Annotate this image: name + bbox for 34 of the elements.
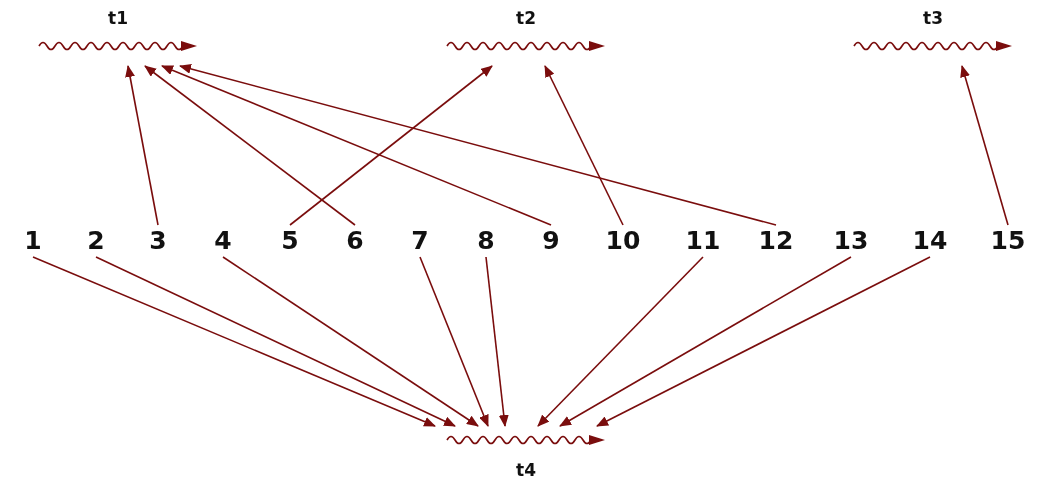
number-label: 3: [145, 227, 171, 255]
wave-label: t1: [108, 8, 128, 28]
number-label: 12: [756, 227, 796, 255]
arrow: [419, 256, 489, 427]
arrow: [125, 65, 159, 226]
number-label: 9: [538, 227, 564, 255]
arrow: [95, 256, 456, 427]
arrow: [289, 65, 493, 226]
number-label: 14: [910, 227, 950, 255]
number-label: 6: [342, 227, 368, 255]
wave-label: t4: [516, 460, 536, 480]
number-label: 11: [683, 227, 723, 255]
wave-label: t3: [923, 8, 943, 28]
arrow: [485, 256, 509, 427]
wave-label: t2: [516, 8, 536, 28]
arrow: [544, 65, 624, 226]
arrow: [596, 256, 931, 427]
number-label: 8: [473, 227, 499, 255]
number-label: 10: [603, 227, 643, 255]
arrow: [559, 256, 852, 427]
arrow: [960, 65, 1009, 226]
arrow: [537, 256, 704, 427]
arrow: [144, 65, 356, 226]
number-label: 15: [988, 227, 1028, 255]
number-label: 4: [210, 227, 236, 255]
number-label: 5: [277, 227, 303, 255]
number-label: 13: [831, 227, 871, 255]
arrow: [32, 256, 436, 427]
number-label: 1: [20, 227, 46, 255]
arrow: [161, 65, 552, 226]
arrow: [179, 64, 777, 226]
arrow: [222, 256, 479, 427]
number-label: 2: [83, 227, 109, 255]
number-label: 7: [407, 227, 433, 255]
